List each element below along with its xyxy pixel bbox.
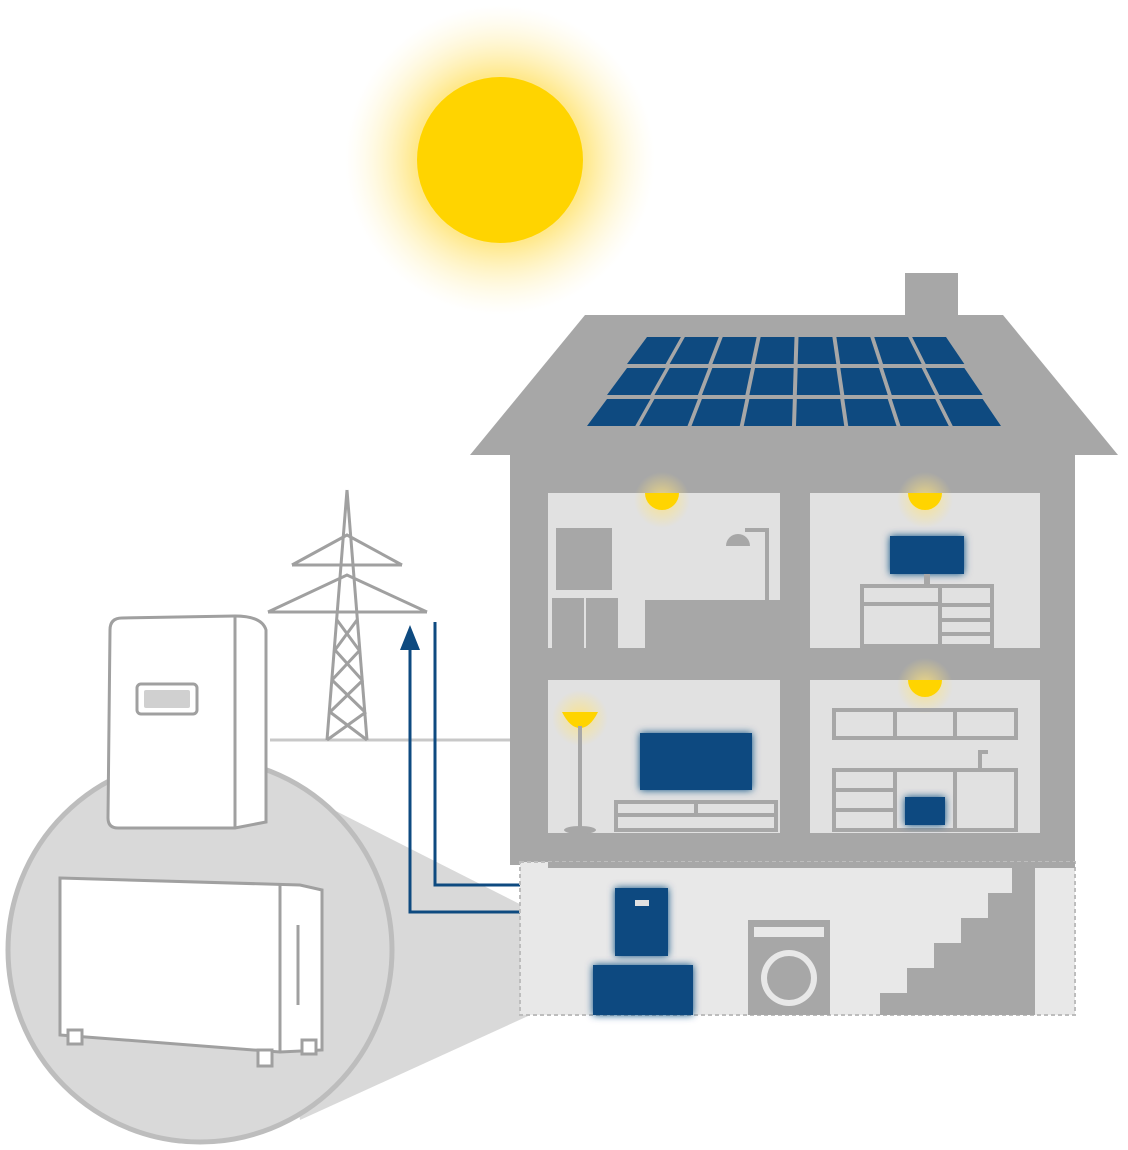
solar-panel-cell bbox=[796, 399, 845, 426]
solar-panel-cell bbox=[712, 337, 757, 364]
washing-machine-icon bbox=[748, 920, 830, 1015]
tv-icon bbox=[640, 733, 752, 790]
tv-icon bbox=[890, 536, 964, 584]
solar-panel-cell bbox=[587, 399, 651, 426]
living-room-furniture bbox=[552, 528, 780, 648]
solar-panel-icon bbox=[587, 337, 1001, 426]
inverter-icon bbox=[106, 614, 268, 830]
power-pylon-icon bbox=[267, 489, 428, 742]
solar-panel-cell bbox=[891, 399, 949, 426]
solar-panel-cell bbox=[874, 337, 922, 364]
desk-furniture bbox=[860, 584, 994, 648]
solar-panel-cell bbox=[691, 399, 746, 426]
solar-panel-cell bbox=[669, 337, 719, 364]
solar-panel-cell bbox=[844, 399, 897, 426]
solar-panel-cell bbox=[607, 368, 666, 395]
solar-panel-cell bbox=[743, 399, 793, 426]
lamp-icon bbox=[552, 472, 953, 834]
sideboard-furniture bbox=[614, 800, 778, 832]
solar-panel-cell bbox=[840, 368, 888, 395]
solar-panel-cell bbox=[836, 337, 879, 364]
solar-panel-cell bbox=[627, 337, 681, 364]
solar-panel-cell bbox=[639, 399, 698, 426]
stairs-icon bbox=[880, 868, 1035, 1015]
solar-panel-cell bbox=[796, 368, 841, 395]
solar-panel-cell bbox=[925, 368, 983, 395]
solar-panel-cell bbox=[912, 337, 965, 364]
solar-panel-cell bbox=[939, 399, 1001, 426]
solar-panel-cell bbox=[654, 368, 709, 395]
solar-panel-cell bbox=[755, 337, 795, 364]
battery-icon bbox=[58, 876, 324, 1068]
kitchen-icon bbox=[832, 708, 1018, 832]
solar-panel-cell bbox=[701, 368, 751, 395]
solar-panel-cell bbox=[883, 368, 936, 395]
solar-panel-cell bbox=[749, 368, 794, 395]
sun-icon bbox=[345, 5, 655, 315]
solar-panel-cell bbox=[797, 337, 837, 364]
battery-icon bbox=[593, 965, 693, 1015]
inverter-icon bbox=[615, 888, 668, 956]
oven-icon bbox=[905, 797, 945, 825]
